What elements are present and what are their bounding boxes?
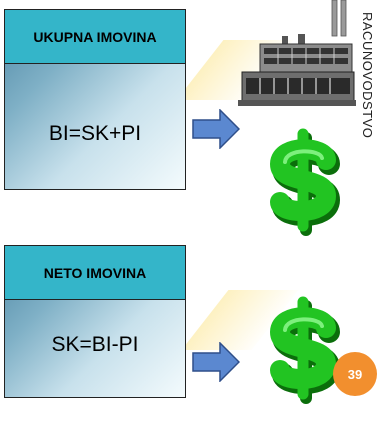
- side-label: RACUNOVODSTVO: [360, 12, 375, 139]
- net-assets-box: NETO IMOVINA SK=BI-PI: [4, 245, 186, 398]
- arrow-right-icon: [192, 108, 241, 150]
- factory-icon: [238, 0, 356, 108]
- formula-text: SK=BI-PI: [51, 333, 139, 356]
- dollar-icon: [254, 128, 352, 236]
- total-assets-box: UKUPNA IMOVINA BI=SK+PI: [4, 9, 186, 190]
- box-title: NETO IMOVINA: [5, 246, 185, 300]
- formula-text: BI=SK+PI: [48, 122, 142, 145]
- arrow-right-icon: [192, 341, 241, 383]
- box-title: UKUPNA IMOVINA: [5, 10, 185, 64]
- page-number-badge: 39: [333, 352, 377, 396]
- dollar-icon: [254, 296, 352, 404]
